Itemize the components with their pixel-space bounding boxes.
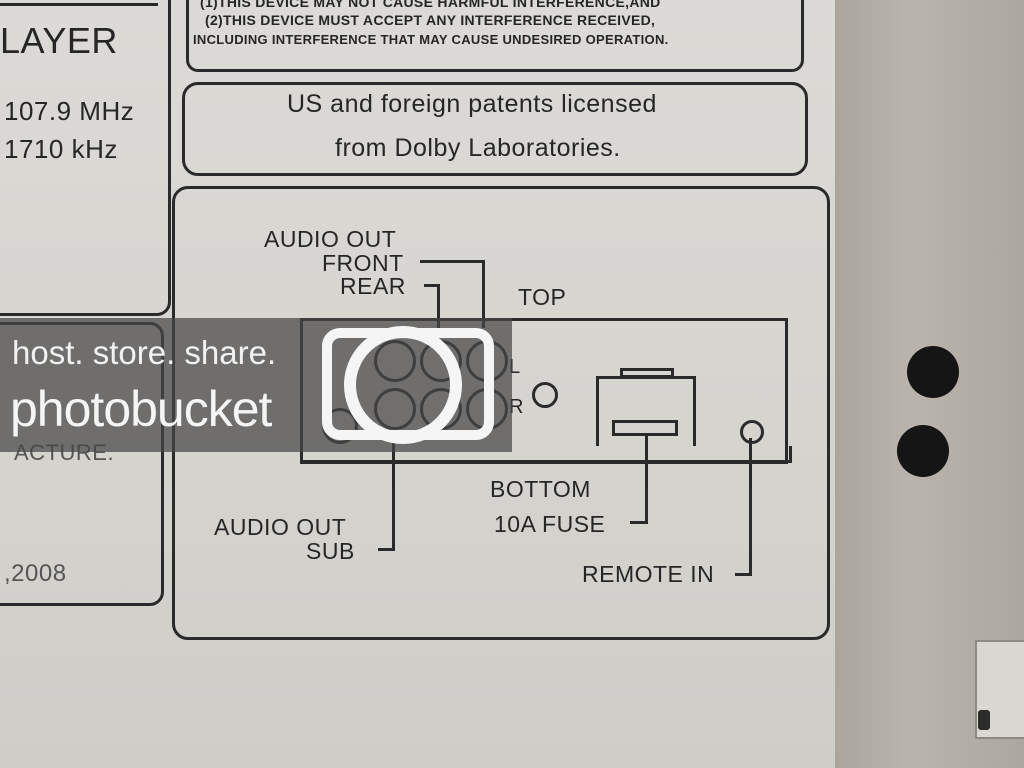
fcc-line-2: (2)THIS DEVICE MUST ACCEPT ANY INTERFERE… bbox=[205, 12, 656, 28]
indicator-port bbox=[532, 382, 558, 408]
left-channel-label: L bbox=[509, 356, 521, 378]
fuse-holder-left bbox=[596, 376, 599, 446]
sub-leader-h bbox=[378, 548, 395, 551]
dolby-line-2: from Dolby Laboratories. bbox=[335, 134, 621, 162]
fcc-line-1: (1)THIS DEVICE MAY NOT CAUSE HARMFUL INT… bbox=[200, 0, 661, 10]
rear-leader-v bbox=[437, 284, 440, 328]
rear-label: REAR bbox=[340, 273, 406, 299]
front-leader-h bbox=[420, 260, 484, 263]
spec-box-divider bbox=[0, 3, 158, 6]
spec-box bbox=[0, 0, 171, 316]
spec-title-fragment: LAYER bbox=[0, 20, 118, 61]
sub-leader-v bbox=[392, 430, 395, 550]
mounting-hole-lower bbox=[897, 425, 949, 477]
front-leader-v bbox=[482, 260, 485, 328]
sub-label: SUB bbox=[306, 538, 355, 564]
mounting-hole-upper bbox=[907, 346, 959, 398]
fuse-holder-right bbox=[693, 376, 696, 446]
fuse-leader-v bbox=[645, 434, 648, 524]
fcc-notice-box bbox=[186, 0, 804, 72]
watermark-brand: photobucket bbox=[10, 381, 272, 437]
right-channel-label: R bbox=[509, 396, 524, 418]
rear-leader-h bbox=[424, 284, 440, 287]
unit-rail bbox=[300, 446, 792, 463]
watermark-tagline: host. store. share. bbox=[12, 334, 277, 371]
top-label: TOP bbox=[518, 284, 567, 310]
dolby-box bbox=[182, 82, 808, 176]
left-fragment-2: ,2008 bbox=[4, 560, 67, 587]
fm-frequency: 107.9 MHz bbox=[4, 96, 135, 126]
bottom-label: BOTTOM bbox=[490, 476, 591, 502]
fuse-label: 10A FUSE bbox=[494, 511, 606, 537]
am-frequency: 1710 kHz bbox=[4, 134, 118, 164]
audio-out-label: AUDIO OUT bbox=[264, 226, 397, 252]
dolby-line-1: US and foreign patents licensed bbox=[287, 90, 657, 118]
front-label: FRONT bbox=[322, 250, 404, 276]
camera-lens-icon bbox=[344, 326, 462, 444]
photobucket-watermark: host. store. share. photobucket bbox=[0, 318, 512, 452]
fuse-holder-tab bbox=[620, 368, 674, 378]
fcc-line-3: INCLUDING INTERFERENCE THAT MAY CAUSE UN… bbox=[193, 32, 669, 47]
remote-leader-v bbox=[749, 438, 752, 576]
fuse-leader-h bbox=[630, 521, 648, 524]
remote-in-label: REMOTE IN bbox=[582, 561, 715, 587]
sub-audio-out-label: AUDIO OUT bbox=[214, 514, 347, 540]
remote-leader-h bbox=[735, 573, 752, 576]
remote-in-jack bbox=[740, 420, 764, 444]
housing-slot-mark bbox=[978, 710, 990, 730]
